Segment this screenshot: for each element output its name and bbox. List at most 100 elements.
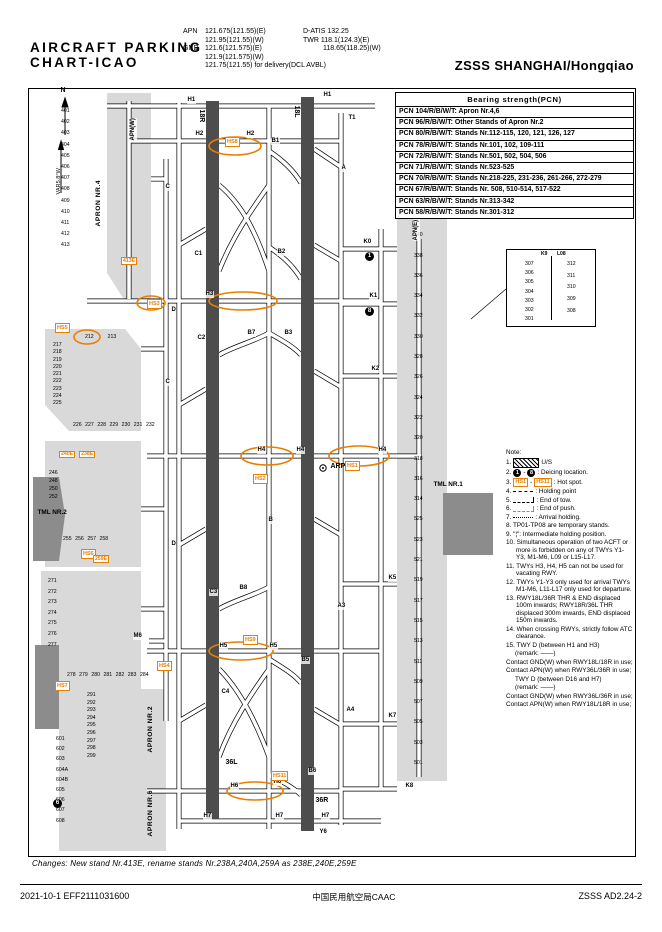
note-15-line: TWY D (between D16 and H7) xyxy=(515,675,602,683)
stand-number: 324 xyxy=(414,394,423,401)
stand-number: 519 xyxy=(414,577,423,584)
hotspot-marker: HS3 xyxy=(147,299,162,309)
map-label: C1 xyxy=(194,251,203,258)
map-label: H5 xyxy=(269,643,278,650)
end-of-push-symbol xyxy=(513,505,535,512)
hotspot-ellipses xyxy=(73,136,390,801)
map-label: D xyxy=(171,307,177,314)
map-label: H4 xyxy=(378,447,387,454)
stand-number: 231 xyxy=(133,422,143,428)
note-item: 10. Simultaneous operation of two ACFT o… xyxy=(506,539,629,561)
apn-freq-2: 121.95(121.55)(W) xyxy=(205,36,264,44)
apn-freq-1: 121.675(121.55)(E) xyxy=(205,28,266,35)
hotspot-marker: HS1 xyxy=(345,461,360,471)
stand-number: 271 xyxy=(48,578,57,584)
pcn-title: Bearing strength(PCN) xyxy=(396,93,633,107)
stand-number: 405 xyxy=(61,152,70,159)
hotspot-marker: HS7 xyxy=(55,681,70,691)
stand-number: 226 xyxy=(73,422,82,428)
map-label: APRON NR.2 xyxy=(147,705,154,753)
map-label: 18L xyxy=(293,105,300,118)
map-label: K1 xyxy=(369,293,378,300)
stand-number: 608 xyxy=(56,817,65,824)
airport-name: ZSSS SHANGHAI/Hongqiao xyxy=(454,58,634,73)
stand-number: 280 xyxy=(91,672,100,678)
note-5: 5. : End of tow. xyxy=(506,496,572,504)
note-item: 11. TWYs H3, H4, H5 can not be used for … xyxy=(506,562,624,578)
stand-number: 304 xyxy=(525,288,534,295)
note-item: 12. TWYs Y1-Y3 only used for arrival TWY… xyxy=(506,578,632,594)
note-3: 3. HS1 - HS11 : Hot spot. xyxy=(506,477,583,487)
stand-number: 277 xyxy=(48,641,57,648)
stand-number: 604B xyxy=(56,776,69,783)
gnd-freq-3: 121.75(121.55) for delivery(DCL AVBL) xyxy=(205,62,327,70)
stand-number: 507 xyxy=(414,699,423,706)
map-label: K5 xyxy=(388,575,397,582)
gnd-freq-2: 121.9(121.575)(W) xyxy=(205,53,264,61)
pcn-entry: PCN 63/R/B/W/T: Stands Nr.313-342 xyxy=(396,197,633,208)
stand-cluster-apron6: 601602603604A604B605606607608 xyxy=(56,736,69,824)
map-label: C xyxy=(165,379,171,386)
map-label: H6 xyxy=(230,783,239,790)
stand-number: 246 xyxy=(49,470,58,476)
map-label: 18R xyxy=(198,109,205,123)
taxiway-fill xyxy=(87,101,421,829)
pcn-entry: PCN 78/R/B/W/T: Stands Nr.101, 102, 109-… xyxy=(396,141,633,152)
stand-number: 409 xyxy=(61,197,70,204)
map-label: APN(E) xyxy=(413,219,420,241)
stand-number: 413 xyxy=(61,242,70,249)
stand-number: 296 xyxy=(87,729,96,736)
stand-number: 513 xyxy=(414,638,423,645)
stand-number: 311 xyxy=(567,272,576,279)
page-title-line1: AIRCRAFT PARKING xyxy=(30,40,203,55)
stand-number: 603 xyxy=(56,756,65,763)
hotspot-marker: HS4 xyxy=(157,661,172,671)
tml1-building xyxy=(443,493,493,555)
stand-number: 274 xyxy=(48,609,57,616)
stand-number: 275 xyxy=(48,620,57,627)
pcn-entry: PCN 80/R/B/W/T: Stands Nr.112-115, 120, … xyxy=(396,129,633,141)
note-4: 4. : Holding point xyxy=(506,488,577,495)
map-label: C2 xyxy=(197,335,206,342)
map-label: K2 xyxy=(371,366,380,373)
changes-note: Changes: New stand Nr.413E, rename stand… xyxy=(32,859,357,868)
apron-2-6-area xyxy=(59,689,166,851)
stand-number: 320 xyxy=(414,435,423,442)
stand-number: 291 xyxy=(87,692,96,698)
map-label: B8 xyxy=(239,585,248,592)
deicing-symbol-1: 1 xyxy=(513,468,522,477)
note-7: 7. : Arrival holding. xyxy=(506,513,581,521)
tml2-building xyxy=(33,477,65,561)
stand-number: 523 xyxy=(414,536,423,543)
map-label: T1 xyxy=(348,115,357,122)
stand-number: 330 xyxy=(414,333,423,340)
frequency-block-right: D-ATIS 132.25 TWR 118.1(124.3)(E) 118.65… xyxy=(303,28,381,54)
map-label: APRON NR.6 xyxy=(147,789,154,837)
stand-number: 404 xyxy=(61,141,70,148)
stand-number: 218 xyxy=(53,349,62,356)
note-15-line: Contact APN(W) when RWY18L/18R in use; xyxy=(506,701,632,708)
map-label: D xyxy=(171,541,177,548)
stand-413e: 413E xyxy=(121,257,138,265)
stand-number: 258 xyxy=(99,536,109,542)
deicing-marker: 6 xyxy=(53,799,62,808)
inset-label-l08: L08 xyxy=(557,251,566,257)
stand-number: 605 xyxy=(56,787,65,794)
stand-number: 521 xyxy=(414,557,423,564)
map-label: A3 xyxy=(337,603,346,610)
map-label: A4 xyxy=(346,707,355,714)
stand-cluster-apn-e: 3423403383363343323303283263243223203183… xyxy=(414,212,423,766)
stand-number: 303 xyxy=(525,297,534,304)
map-label: APRON NR.4 xyxy=(95,179,102,227)
stand-number: 410 xyxy=(61,208,70,215)
footer-effective-date: 2021-10-1 EFF2111031600 xyxy=(20,891,130,901)
